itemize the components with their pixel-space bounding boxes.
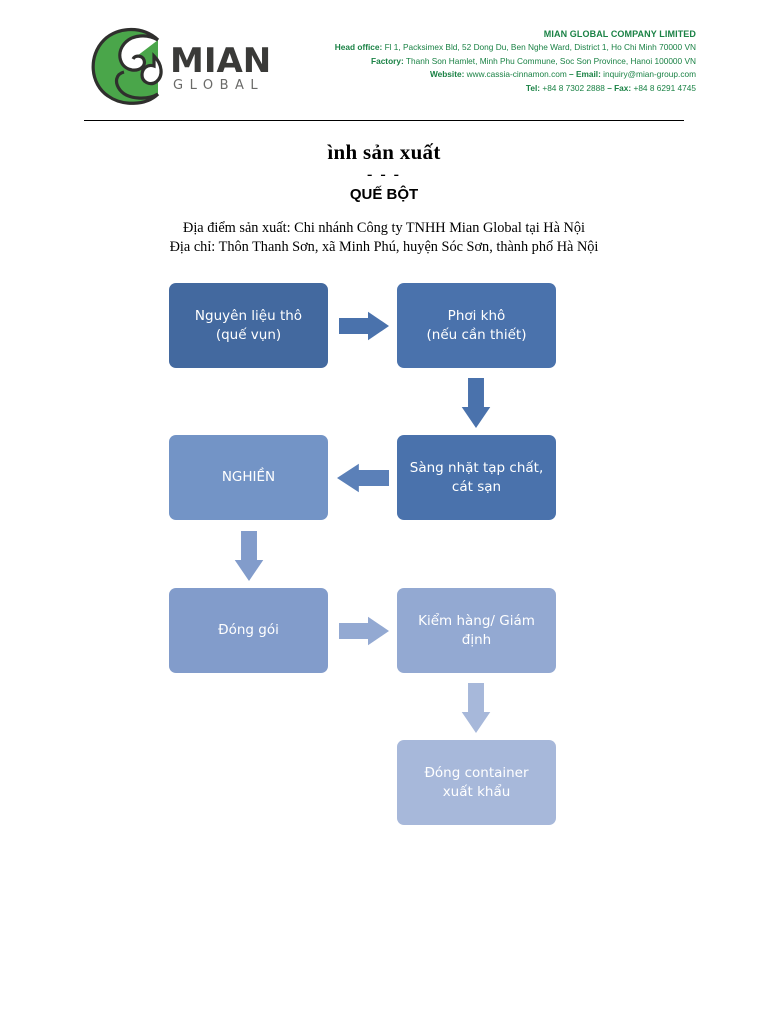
flow-arrow-down-n6-to-n7 <box>455 683 497 733</box>
email-label: – Email: <box>569 69 601 80</box>
head-office-line: Head office: Fl 1, Packsimex Bld, 52 Don… <box>296 41 696 54</box>
title-separator: - - - <box>367 166 401 183</box>
logo-wordmark-primary: MIAN <box>170 41 272 81</box>
head-office-value: Fl 1, Packsimex Bld, 52 Dong Du, Ben Ngh… <box>382 42 696 53</box>
tel-label: Tel: <box>525 82 541 93</box>
tel-value: +84 8 7302 2888 <box>540 82 608 93</box>
flow-arrow-right-n5-to-n6 <box>339 610 389 652</box>
fax-value: +84 8 6291 4745 <box>631 82 696 93</box>
flow-node-n7[interactable]: Đóng container xuất khẩu <box>397 740 556 825</box>
production-address-line: Địa chỉ: Thôn Thanh Sơn, xã Minh Phú, hu… <box>169 239 599 255</box>
company-logo: MIAN GLOBAL <box>84 22 279 114</box>
flow-arrow-down-n4-to-n5 <box>228 531 270 581</box>
production-site-line: Địa điểm sản xuất: Chi nhánh Công ty TNH… <box>183 220 585 236</box>
fax-label: – Fax: <box>607 82 632 93</box>
head-office-label: Head office: <box>334 42 383 53</box>
email-value[interactable]: inquiry@mian-group.com <box>600 69 696 80</box>
flow-arrow-right-n1-to-n2 <box>339 305 389 347</box>
logo-wordmark: MIAN GLOBAL <box>170 44 280 94</box>
mian-global-logo-mark-icon <box>84 22 184 110</box>
tel-fax-line: Tel: +84 8 7302 2888 – Fax: +84 8 6291 4… <box>296 82 696 95</box>
page-title: ình sản xuất <box>327 140 441 164</box>
flow-node-n4[interactable]: NGHIỀN <box>169 435 328 520</box>
website-label: Website: <box>429 69 465 80</box>
logo-wordmark-secondary: GLOBAL <box>173 78 265 93</box>
letterhead: MIAN GLOBAL MIAN GLOBAL COMPANY LIMITED … <box>0 0 768 130</box>
website-email-line: Website: www.cassia-cinnamon.com – Email… <box>296 68 696 81</box>
flow-node-n5[interactable]: Đóng gói <box>169 588 328 673</box>
page-subtitle: QUẾ BỘT <box>349 186 419 203</box>
header-divider <box>84 120 684 121</box>
flow-arrow-down-n2-to-n3 <box>455 378 497 428</box>
factory-label: Factory: <box>371 55 404 66</box>
website-value[interactable]: www.cassia-cinnamon.com <box>464 69 570 80</box>
flow-node-n2[interactable]: Phơi khô (nếu cần thiết) <box>397 283 556 368</box>
flow-node-n3[interactable]: Sàng nhặt tạp chất, cát sạn <box>397 435 556 520</box>
factory-value: Thanh Son Hamlet, Minh Phu Commune, Soc … <box>403 55 696 66</box>
flow-node-n1[interactable]: Nguyên liệu thô (quế vụn) <box>169 283 328 368</box>
factory-line: Factory: Thanh Son Hamlet, Minh Phu Comm… <box>296 55 696 68</box>
company-contact-block: MIAN GLOBAL COMPANY LIMITED Head office:… <box>296 28 696 95</box>
production-location-block: Địa điểm sản xuất: Chi nhánh Công ty TNH… <box>0 219 768 257</box>
company-name: MIAN GLOBAL COMPANY LIMITED <box>543 29 696 39</box>
flow-node-n6[interactable]: Kiểm hàng/ Giám định <box>397 588 556 673</box>
flow-arrow-left-n3-to-n4 <box>337 457 389 499</box>
